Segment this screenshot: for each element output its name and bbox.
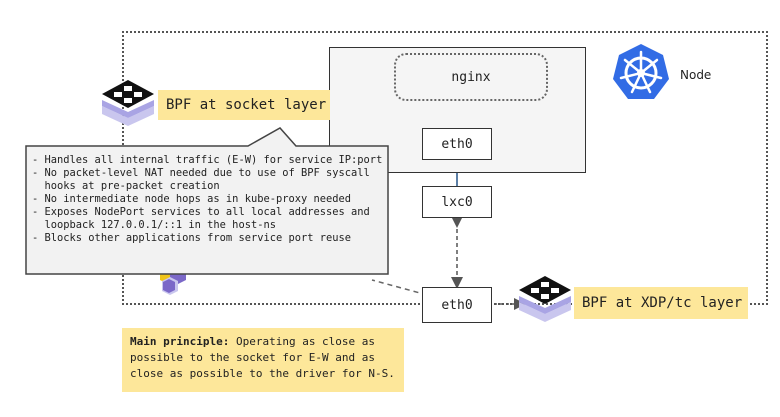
- principle-text: Operating as close as: [229, 335, 376, 348]
- node-label: Node: [680, 68, 712, 82]
- principle-title: Main principle:: [130, 335, 230, 348]
- pod-eth0-label: eth0: [441, 136, 473, 152]
- pod-eth0: eth0: [422, 128, 492, 160]
- callout-line: loopback 127.0.0.1/::1 in the host-ns: [32, 219, 276, 231]
- principle-line-2: possible to the socket for E-W and as: [130, 351, 376, 364]
- callout-line: hooks at pre-packet creation: [32, 180, 220, 192]
- principle-line-3: close as possible to the driver for N-S.: [130, 367, 395, 380]
- bpf-xdp-label: BPF at XDP/tc layer: [574, 287, 748, 319]
- nginx-label: nginx: [451, 69, 491, 85]
- host-eth0-label: eth0: [441, 297, 473, 313]
- nginx-container: nginx: [394, 53, 548, 101]
- host-eth0: eth0: [422, 287, 492, 323]
- callout-list: - Handles all internal traffic (E-W) for…: [32, 154, 382, 245]
- callout-line: - No packet-level NAT needed due to use …: [32, 167, 370, 179]
- callout-line: - No intermediate node hops as in kube-p…: [32, 193, 352, 205]
- lxc0-interface: lxc0: [422, 186, 492, 218]
- callout-to-eth0-line: [371, 279, 421, 294]
- callout-line: - Exposes NodePort services to all local…: [32, 206, 370, 218]
- principle-line-1: Main principle: Operating as close as: [130, 334, 396, 350]
- lxc0-label: lxc0: [441, 194, 473, 210]
- main-principle-box: Main principle: Operating as close as po…: [122, 328, 404, 392]
- callout-line: - Handles all internal traffic (E-W) for…: [32, 154, 383, 166]
- bpf-socket-label: BPF at socket layer: [158, 90, 330, 120]
- callout-line: - Blocks other applications from service…: [32, 232, 352, 244]
